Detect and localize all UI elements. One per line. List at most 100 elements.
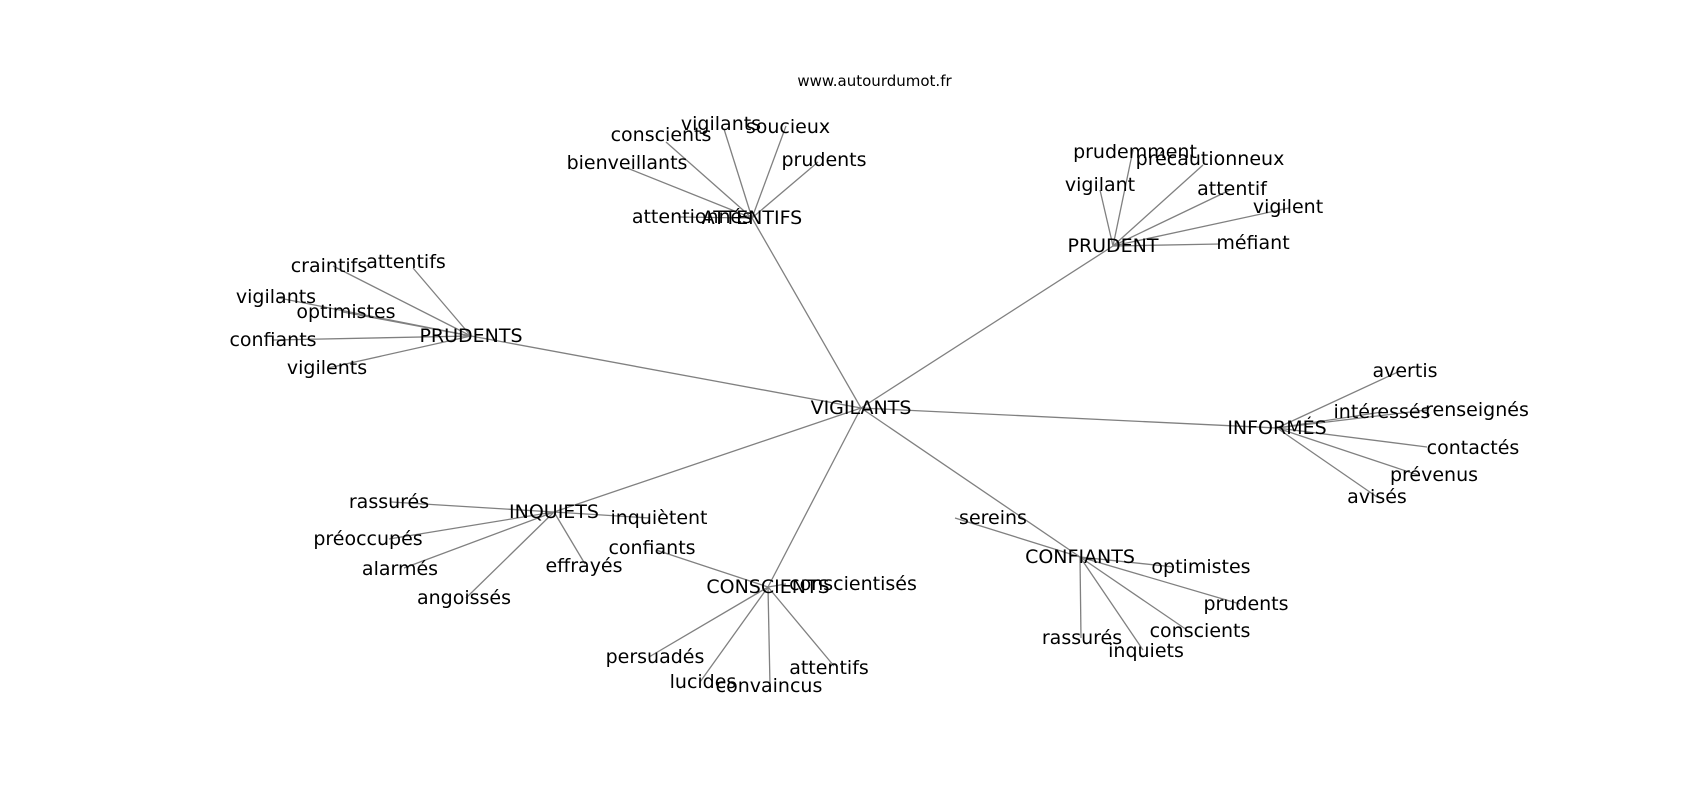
- leaf-node-prudents-craintifs: craintifs: [291, 255, 368, 277]
- leaf-node-prudent-mefiant: méfiant: [1216, 232, 1289, 254]
- leaf-node-prudents-vigilents: vigilents: [287, 357, 367, 379]
- edge-attentifs-soucieux: [751, 125, 787, 219]
- edge-root-informes: [860, 407, 1278, 429]
- edge-attentifs-vigilants: [723, 128, 753, 219]
- leaf-node-confiants-prudents: prudents: [1203, 593, 1288, 615]
- edge-prudent-vigilent: [1112, 207, 1290, 247]
- edge-root-prudents: [470, 335, 862, 409]
- leaf-node-conscients-persuades: persuadés: [606, 646, 705, 668]
- hub-node-conscients: CONSCIENTS: [706, 576, 829, 598]
- edge-inquiets-rassures: [390, 501, 555, 513]
- leaf-node-attentifs-soucieux: soucieux: [746, 116, 830, 138]
- edge-conscients-attentifs: [767, 586, 835, 667]
- leaf-node-inquiets-effrayes: effrayés: [545, 555, 622, 577]
- edge-confiants-inquiets: [1079, 556, 1144, 651]
- edge-inquiets-alarmes: [403, 511, 555, 569]
- edge-inquiets-inquietent: [553, 511, 651, 519]
- leaf-node-prudent-prudemment: prudemment: [1073, 141, 1197, 163]
- leaf-node-informes-contactes: contactés: [1427, 437, 1520, 459]
- edge-attentifs-prudents: [751, 161, 819, 219]
- leaf-node-confiants-rassures: rassurés: [1042, 627, 1122, 649]
- hub-node-prudent: PRUDENT: [1067, 235, 1158, 257]
- hub-node-inquiets: INQUIETS: [509, 501, 599, 523]
- edge-prudent-prudemment: [1112, 149, 1134, 247]
- edge-prudents-optimistes: [342, 311, 472, 337]
- edge-confiants-optimistes: [1079, 556, 1175, 568]
- edge-inquiets-angoisses: [465, 511, 555, 599]
- leaf-node-informes-renseignes: renseignés: [1425, 399, 1529, 421]
- leaf-node-confiants-optimistes: optimistes: [1151, 556, 1250, 578]
- edge-attentifs-conscients: [665, 141, 753, 219]
- leaf-node-inquiets-preoccupes: préoccupés: [313, 528, 422, 550]
- graph-labels: VIGILANTSATTENTIFSattentionnésbienveilla…: [229, 113, 1528, 697]
- hub-node-informes: INFORMÉS: [1227, 416, 1326, 439]
- leaf-node-prudents-optimistes: optimistes: [296, 301, 395, 323]
- edge-inquiets-preoccupes: [388, 511, 555, 540]
- leaf-node-confiants-inquiets: inquiets: [1108, 640, 1184, 662]
- leaf-node-inquiets-alarmes: alarmés: [362, 558, 438, 580]
- edge-prudents-confiants: [272, 335, 472, 341]
- edge-prudent-attentif: [1112, 189, 1231, 247]
- edge-conscients-convaincus: [767, 586, 771, 687]
- edge-prudents-craintifs: [332, 265, 472, 337]
- leaf-node-conscients-convaincus: convaincus: [716, 675, 823, 697]
- edge-conscients-conscientises: [767, 583, 787, 588]
- edge-prudent-precautionneux: [1112, 164, 1204, 247]
- edge-inquiets-effrayes: [553, 511, 586, 565]
- edge-informes-prevenus: [1276, 427, 1419, 476]
- leaf-node-attentifs-bienveillants: bienveillants: [567, 152, 688, 174]
- leaf-node-conscients-confiants: confiants: [608, 537, 695, 559]
- leaf-node-confiants-sereins: sereins: [959, 507, 1027, 529]
- hub-node-prudents: PRUDENTS: [419, 325, 522, 347]
- leaf-node-inquiets-inquietent: inquiètent: [610, 507, 707, 529]
- edge-root-conscients: [767, 407, 862, 588]
- edge-root-confiants: [860, 407, 1081, 558]
- leaf-node-attentifs-prudents: prudents: [781, 149, 866, 171]
- leaf-node-prudents-attentifs: attentifs: [366, 251, 446, 273]
- leaf-node-informes-prevenus: prévenus: [1390, 464, 1478, 486]
- edge-informes-contactes: [1276, 427, 1428, 448]
- leaf-node-inquiets-angoisses: angoissés: [417, 587, 511, 609]
- edge-prudent-mefiant: [1112, 243, 1221, 247]
- edge-prudents-attentifs: [412, 267, 472, 337]
- leaf-node-attentifs-attentionnes: attentionnés: [632, 206, 752, 228]
- leaf-node-prudent-precautionneux: précautionneux: [1136, 148, 1285, 170]
- leaf-node-prudent-vigilant: vigilant: [1065, 174, 1135, 196]
- leaf-node-inquiets-rassures: rassurés: [349, 491, 429, 513]
- edge-confiants-rassures: [1079, 556, 1082, 639]
- edge-prudents-vigilents: [327, 335, 472, 369]
- hub-node-confiants: CONFIANTS: [1025, 546, 1135, 568]
- edge-informes-avertis: [1276, 370, 1401, 429]
- leaf-node-informes-avertis: avertis: [1372, 360, 1437, 382]
- edge-confiants-sereins: [954, 517, 1081, 558]
- edge-root-prudent: [860, 245, 1114, 409]
- leaf-node-confiants-conscients: conscients: [1150, 620, 1251, 642]
- edge-attentifs-bienveillants: [626, 167, 753, 219]
- edge-prudent-vigilant: [1099, 189, 1114, 247]
- edge-informes-avises: [1276, 427, 1378, 498]
- edge-informes-renseignes: [1276, 409, 1428, 429]
- edge-conscients-lucides: [699, 586, 769, 683]
- leaf-node-prudents-vigilants: vigilants: [236, 286, 316, 308]
- root-node-label: VIGILANTS: [811, 397, 912, 419]
- edge-confiants-prudents: [1079, 556, 1241, 605]
- leaf-node-attentifs-vigilants: vigilants: [681, 113, 761, 135]
- edge-root-attentifs: [751, 217, 862, 409]
- edge-attentifs-attentionnes: [677, 216, 753, 219]
- leaf-node-prudents-confiants: confiants: [229, 329, 316, 351]
- edge-conscients-confiants: [655, 549, 769, 588]
- graph-edges: [272, 125, 1428, 687]
- edge-conscients-persuades: [648, 586, 769, 658]
- leaf-node-prudent-attentif: attentif: [1197, 178, 1268, 200]
- edge-confiants-conscients: [1079, 556, 1188, 631]
- leaf-node-conscients-attentifs: attentifs: [789, 657, 869, 679]
- leaf-node-attentifs-conscients: conscients: [611, 124, 712, 146]
- leaf-node-informes-interesses: intéressés: [1334, 401, 1431, 423]
- leaf-node-prudent-vigilent: vigilent: [1253, 196, 1323, 218]
- leaf-node-conscients-conscientises: conscientisés: [789, 573, 917, 595]
- site-watermark: www.autourdumot.fr: [797, 72, 952, 90]
- leaf-node-informes-avises: avisés: [1347, 486, 1407, 508]
- edge-root-inquiets: [553, 407, 862, 513]
- leaf-node-conscients-lucides: lucides: [670, 671, 737, 693]
